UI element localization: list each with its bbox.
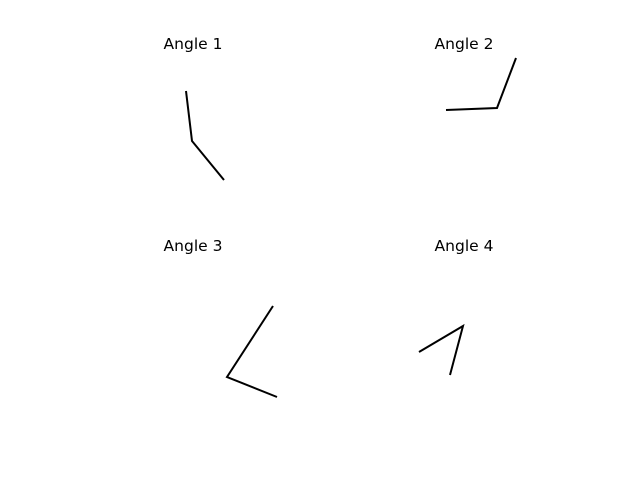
- angle-4-title: Angle 4: [434, 237, 494, 255]
- angle-3-title: Angle 3: [163, 237, 223, 255]
- angle-2-shape: [445, 57, 517, 111]
- angle-2-title: Angle 2: [434, 35, 494, 53]
- angle-4-shape: [418, 323, 465, 376]
- angle-1-shape: [185, 90, 225, 181]
- angle-3-shape: [225, 305, 278, 398]
- angle-1-title: Angle 1: [163, 35, 223, 53]
